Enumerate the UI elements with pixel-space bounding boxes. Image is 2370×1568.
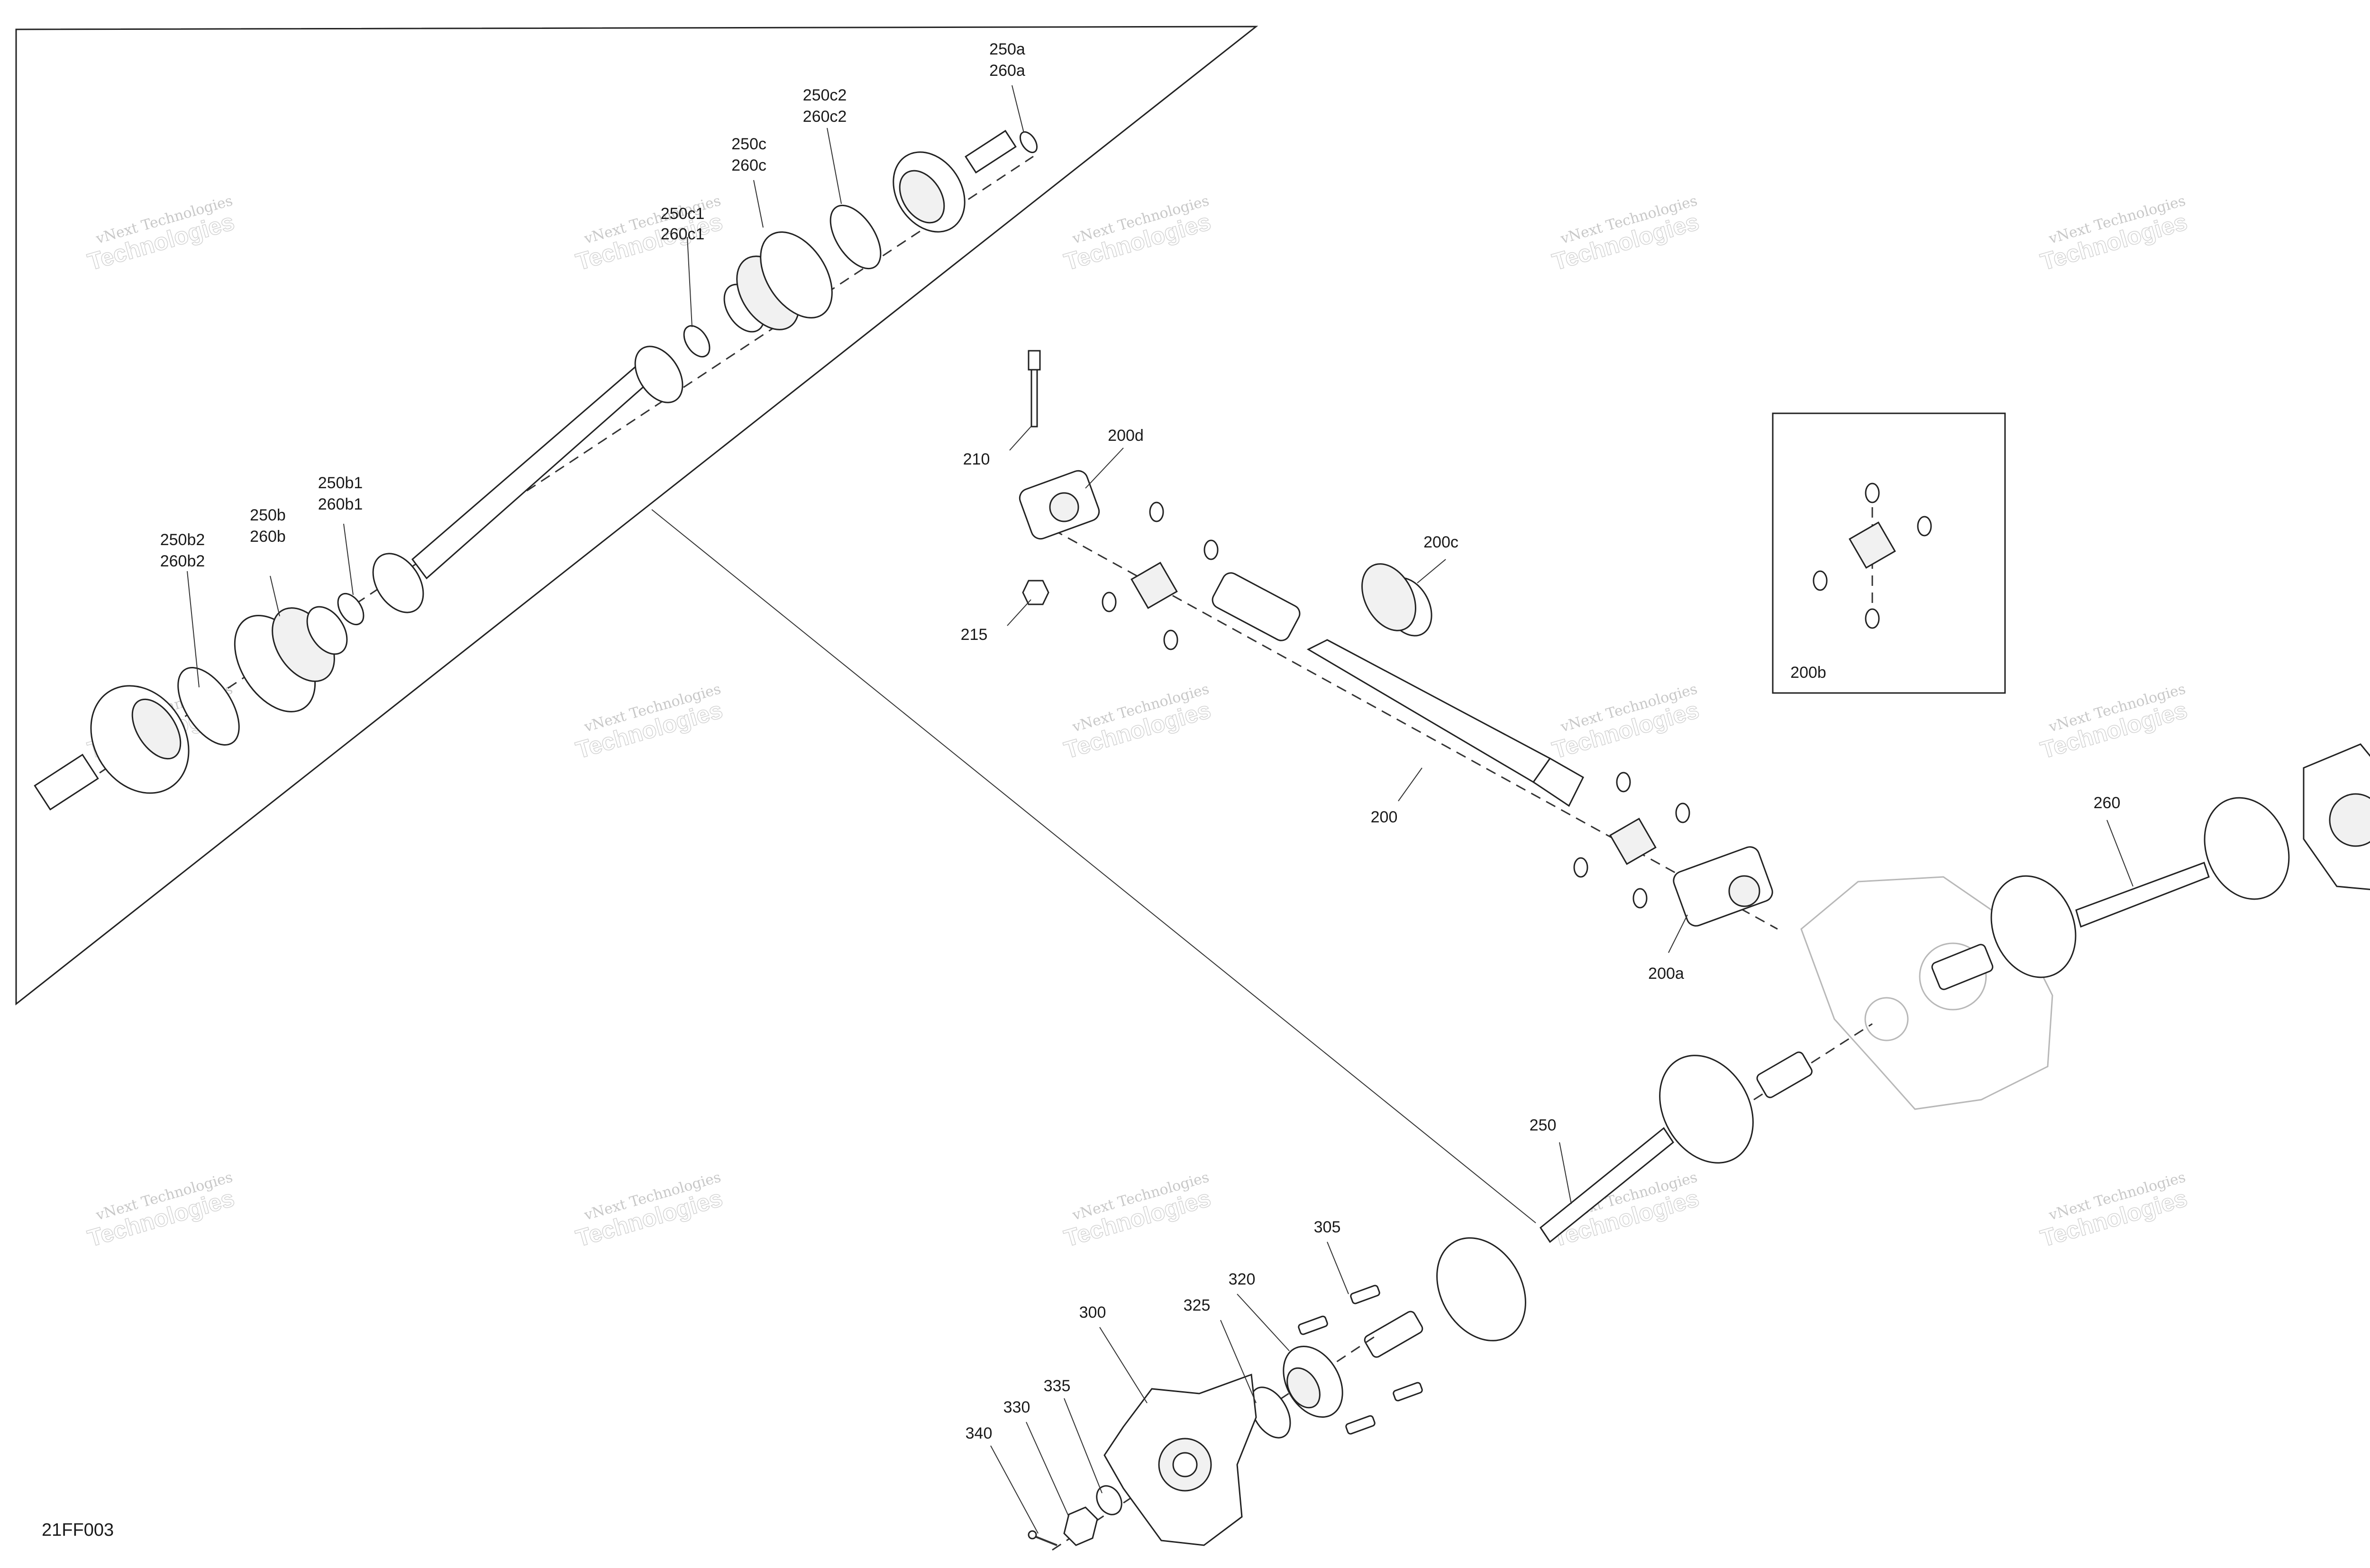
yoke-200d — [1019, 470, 1100, 540]
hub-nut-330 — [1063, 1506, 1098, 1546]
detail-clamp-b1 — [337, 593, 365, 625]
detail-clamp-c1 — [683, 325, 711, 357]
callout-250b1: 250b1 — [318, 474, 363, 492]
watermark: vNext Technologies Technologies — [573, 192, 726, 276]
detail-clamp-c2 — [830, 204, 882, 270]
watermark: vNext Technologies Technologies — [573, 681, 726, 764]
nut-215 — [1022, 580, 1049, 605]
wheel-hub-300 — [1103, 1373, 1257, 1546]
watermark: vNext Technologies Technologies — [2037, 681, 2190, 764]
watermark: vNext Technologies Technologies — [1549, 681, 1702, 764]
detail-inset-frame — [15, 26, 1258, 1006]
leader-lines — [187, 85, 2133, 1534]
prop-shaft-tube-200 — [1306, 639, 1551, 783]
detail-cv-joint-outer — [893, 129, 1017, 233]
detail-circlip-a — [1019, 131, 1038, 154]
u-joint-cross-upper — [1102, 501, 1219, 650]
callout-330: 330 — [1003, 1398, 1030, 1416]
u-joint-cross-lower — [1573, 772, 1690, 909]
callout-260c1: 260c1 — [661, 225, 705, 243]
washer-335 — [1096, 1485, 1122, 1515]
wheel-hub-assembly — [1028, 1285, 1423, 1551]
callout-labels: 250a 260a 250c2 260c2 250c 260c 250c1 26… — [160, 40, 2121, 1442]
watermark: vNext Technologies Technologies — [1061, 192, 1214, 276]
detail-tripod-b — [372, 553, 424, 613]
diagram-code: 21FF003 — [42, 1520, 114, 1540]
callout-250a: 250a — [989, 40, 1025, 58]
callout-250b: 250b — [250, 506, 286, 524]
detail-cv-joint-inner — [34, 685, 190, 811]
propeller-shaft-assembly — [1019, 350, 1778, 930]
watermark: vNext Technologies Technologies — [84, 1169, 237, 1252]
inset-box-200b — [1772, 412, 2006, 694]
boot-200c — [1361, 563, 1432, 637]
callout-200c: 200c — [1423, 533, 1458, 551]
callout-200: 200 — [1371, 808, 1398, 826]
watermark: vNext Technologies Technologies — [84, 192, 237, 276]
detail-clamp-b2 — [177, 667, 240, 746]
left-axle-250 — [1364, 1051, 1813, 1358]
callout-340: 340 — [966, 1424, 993, 1442]
detail-tripod-c — [634, 346, 684, 403]
callout-200a: 200a — [1648, 965, 1684, 983]
callout-260: 260 — [2094, 794, 2121, 812]
callout-260a: 260a — [989, 62, 1025, 80]
callout-250c1: 250c1 — [661, 205, 705, 223]
callout-210: 210 — [963, 450, 990, 468]
watermark: vNext Technologies Technologies — [573, 1169, 726, 1252]
watermark: vNext Technologies Technologies — [1061, 681, 1214, 764]
callout-335: 335 — [1044, 1377, 1071, 1395]
callout-260c2: 260c2 — [803, 108, 847, 126]
callout-260c: 260c — [731, 156, 766, 174]
u-joint-kit-200b — [1813, 483, 1932, 629]
callout-260b1: 260b1 — [318, 495, 363, 513]
callout-250c2: 250c2 — [803, 86, 847, 104]
watermark: vNext Technologies Technologies — [2037, 1169, 2190, 1252]
detail-boot-b — [234, 606, 348, 712]
watermark: vNext Technologies Technologies — [1061, 1169, 1214, 1252]
callout-200b: 200b — [1790, 664, 1826, 682]
right-hub — [2303, 743, 2370, 890]
detail-inset-connector-line — [651, 509, 1536, 1223]
callout-300: 300 — [1079, 1304, 1106, 1322]
watermark: vNext Technologies Technologies — [2037, 192, 2190, 276]
watermark: vNext Technologies Technologies — [1549, 192, 1702, 276]
right-axle-260 — [1931, 743, 2370, 990]
wheel-stud-305 — [1298, 1285, 1423, 1435]
yoke-200a — [1673, 846, 1773, 927]
callout-260b: 260b — [250, 528, 286, 546]
callout-320: 320 — [1229, 1270, 1256, 1288]
watermarks: vNext Technologies Technologies vNext Te… — [84, 192, 2190, 1252]
callout-200d: 200d — [1108, 427, 1144, 445]
callout-250: 250 — [1530, 1116, 1557, 1134]
callout-305: 305 — [1314, 1218, 1341, 1236]
cotter-pin-340 — [1028, 1530, 1057, 1546]
slip-yoke — [1212, 572, 1301, 641]
callout-260b2: 260b2 — [160, 552, 205, 570]
detail-boot-c — [723, 231, 833, 333]
callout-250c: 250c — [731, 135, 766, 153]
callout-325: 325 — [1184, 1296, 1211, 1314]
bolt-210 — [1028, 350, 1041, 428]
retaining-ring-325 — [1249, 1386, 1291, 1439]
detail-shaft — [411, 364, 651, 580]
callout-215: 215 — [961, 626, 988, 644]
detail-axle-exploded — [34, 129, 1038, 811]
callout-250b2: 250b2 — [160, 531, 205, 549]
bearing-320 — [1283, 1345, 1343, 1418]
